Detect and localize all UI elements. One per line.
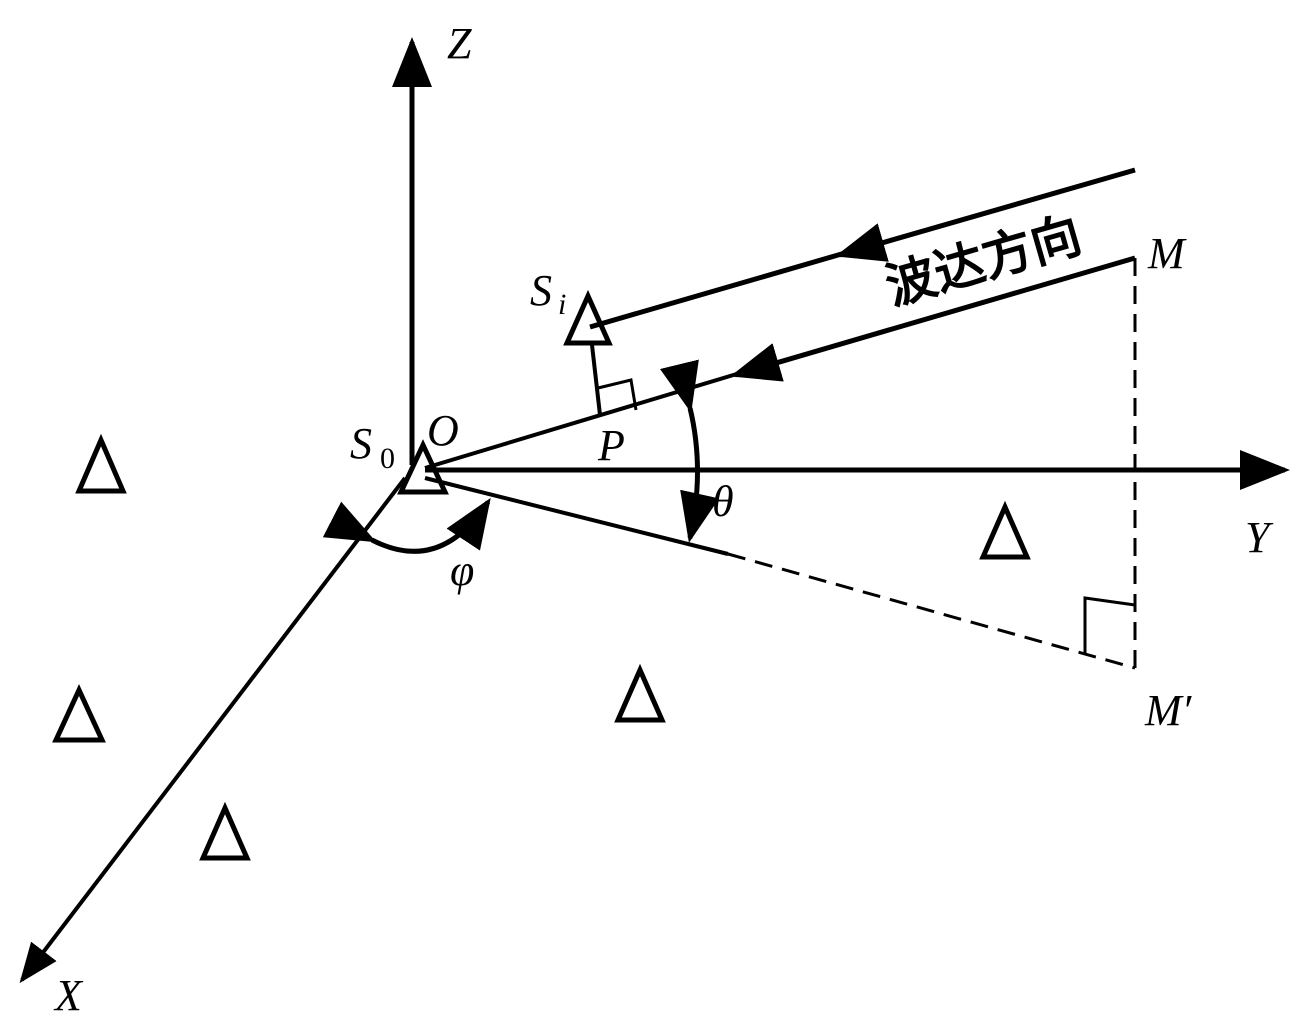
wave-ray-main <box>730 255 1136 382</box>
sensor-triangle <box>52 684 106 743</box>
sensor-s0-triangle <box>397 439 449 495</box>
y-axis-label: Y <box>1245 513 1274 562</box>
sensor-s0-subscript: 0 <box>380 442 395 475</box>
sensor-s0-label: S <box>350 419 372 468</box>
sensor-triangle <box>199 801 251 861</box>
elevation-angle-label: θ <box>712 477 734 526</box>
projection-line-dashed <box>727 552 1136 670</box>
azimuth-angle-label: φ <box>450 546 474 595</box>
sensor-triangle <box>614 663 666 723</box>
x-axis <box>19 476 407 984</box>
elevation-angle-arc <box>659 359 720 543</box>
wave-ray-upper <box>835 167 1136 262</box>
origin-label: O <box>427 406 459 455</box>
source-m-label: M <box>1147 229 1187 278</box>
right-angle-mark-p <box>597 378 638 411</box>
sensor-si-triangle <box>563 289 613 346</box>
wave-ray-upper-tail <box>589 250 846 330</box>
sensor-si-subscript: i <box>558 288 566 321</box>
right-angle-mark-mprime <box>1083 596 1136 655</box>
projection-line-solid <box>424 476 729 556</box>
projection-mprime-label: M′ <box>1144 686 1193 735</box>
azimuth-angle-arc <box>322 497 491 554</box>
z-axis-label: Z <box>447 19 472 68</box>
x-axis-label: X <box>53 971 84 1020</box>
sensor-triangle <box>75 433 127 494</box>
foot-p-label: P <box>597 421 625 470</box>
sensor-si-label: S <box>530 266 552 315</box>
perpendicular-si-p <box>590 344 602 416</box>
sensor-triangle <box>979 500 1031 560</box>
